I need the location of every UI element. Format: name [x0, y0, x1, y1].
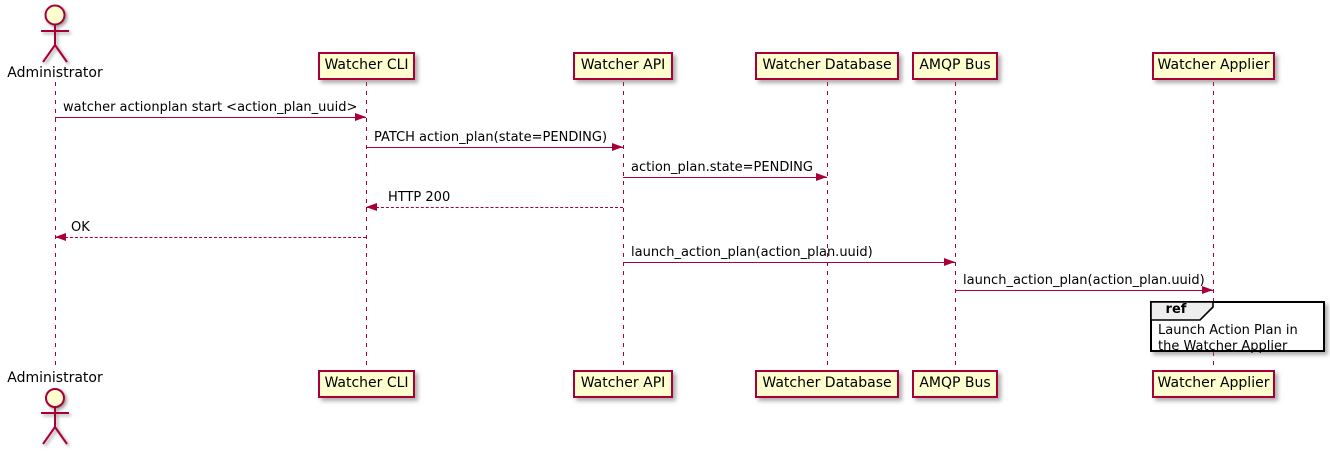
- message-label: watcher actionplan start <action_plan_uu…: [63, 100, 358, 115]
- message-launch-to-amqp: launch_action_plan(action_plan.uuid): [623, 245, 955, 266]
- arrow-right-icon: [816, 173, 827, 181]
- message-label: PATCH action_plan(state=PENDING): [374, 130, 608, 145]
- ref-text: Launch Action Plan in the Watcher Applie…: [1158, 323, 1298, 354]
- participant-watcher-cli-bottom: Watcher CLI: [318, 370, 415, 398]
- lifeline-amqp-bus: [955, 82, 956, 370]
- participant-amqp-bus-bottom: AMQP Bus: [912, 370, 998, 398]
- message-line: [55, 117, 366, 118]
- arrow-left-icon: [366, 203, 377, 211]
- message-line: [623, 262, 955, 263]
- lifeline-watcher-applier: [1213, 82, 1214, 370]
- ref-keyword: ref: [1165, 302, 1187, 317]
- arrow-left-icon: [55, 233, 66, 241]
- participant-watcher-cli: Watcher CLI: [318, 52, 415, 80]
- message-line: [623, 177, 827, 178]
- arrow-right-icon: [944, 258, 955, 266]
- message-line: [955, 290, 1213, 291]
- ref-keyword-tag: ref: [1150, 301, 1214, 321]
- message-label: HTTP 200: [388, 190, 451, 205]
- message-line: [366, 147, 623, 148]
- message-label: launch_action_plan(action_plan.uuid): [963, 273, 1205, 288]
- arrow-right-icon: [612, 143, 623, 151]
- actor-label: Administrator: [7, 65, 103, 81]
- message-label: launch_action_plan(action_plan.uuid): [631, 245, 873, 260]
- participant-watcher-applier: Watcher Applier: [1152, 52, 1275, 80]
- message-line: [366, 207, 623, 208]
- participant-amqp-bus: AMQP Bus: [912, 52, 998, 80]
- arrow-right-icon: [355, 113, 366, 121]
- ref-fragment: ref Launch Action Plan in the Watcher Ap…: [1150, 301, 1325, 354]
- message-line: [55, 237, 366, 238]
- message-start-actionplan: watcher actionplan start <action_plan_uu…: [55, 100, 366, 121]
- lifeline-watcher-api: [623, 82, 624, 370]
- lifeline-administrator: [55, 82, 56, 370]
- actor-icon-bottom: [41, 388, 69, 445]
- message-launch-to-applier: launch_action_plan(action_plan.uuid): [955, 273, 1213, 294]
- participant-watcher-applier-bottom: Watcher Applier: [1152, 370, 1275, 398]
- message-state-pending: action_plan.state=PENDING: [623, 160, 827, 181]
- actor-icon: [41, 4, 69, 63]
- lifeline-watcher-cli: [366, 82, 367, 370]
- participant-watcher-database: Watcher Database: [755, 52, 899, 80]
- message-http-200: HTTP 200: [366, 190, 623, 211]
- message-label: action_plan.state=PENDING: [631, 160, 813, 175]
- actor-label-bottom: Administrator: [7, 370, 103, 386]
- lifeline-watcher-database: [827, 82, 828, 370]
- participant-watcher-api: Watcher API: [573, 52, 673, 80]
- message-ok: OK: [55, 220, 366, 241]
- arrow-right-icon: [1202, 286, 1213, 294]
- ref-pentagon-icon: [1150, 301, 1214, 321]
- message-patch-action-plan: PATCH action_plan(state=PENDING): [366, 130, 623, 151]
- participant-watcher-database-bottom: Watcher Database: [755, 370, 899, 398]
- participant-watcher-api-bottom: Watcher API: [573, 370, 673, 398]
- message-label: OK: [71, 220, 90, 235]
